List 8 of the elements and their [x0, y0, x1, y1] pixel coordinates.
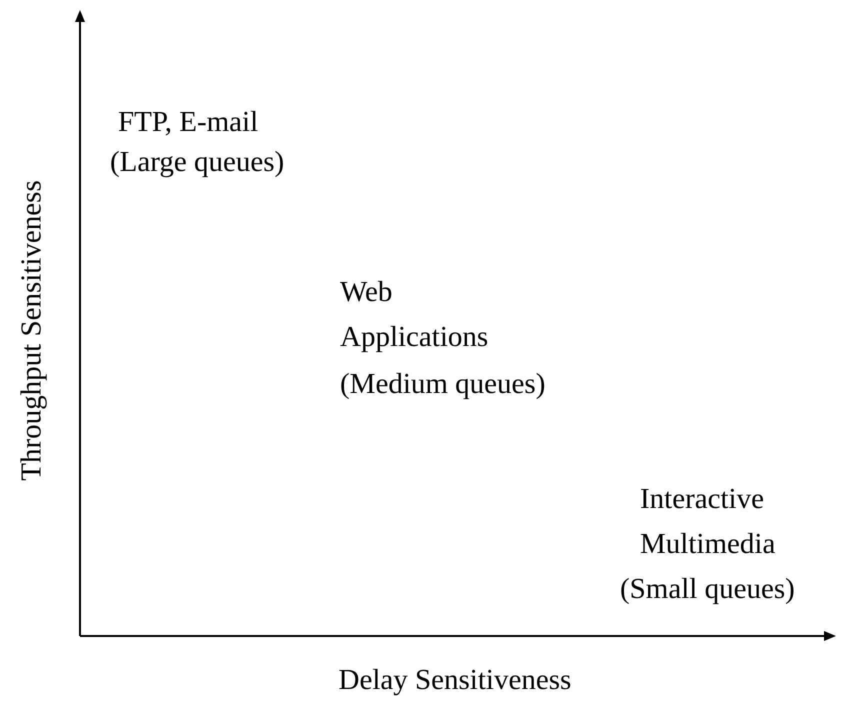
point-label: (Small queues): [620, 572, 795, 607]
point-label: Interactive Multimedia: [640, 482, 776, 562]
point-label: FTP, E-mail: [118, 105, 258, 140]
point-label: (Large queues): [110, 145, 284, 180]
point-label: Web Applications: [340, 275, 490, 355]
axis-title: Throughput Sensitiveness: [14, 180, 49, 480]
point-label: (Medium queues): [340, 367, 546, 402]
axis-title: Delay Sensitiveness: [338, 663, 572, 698]
